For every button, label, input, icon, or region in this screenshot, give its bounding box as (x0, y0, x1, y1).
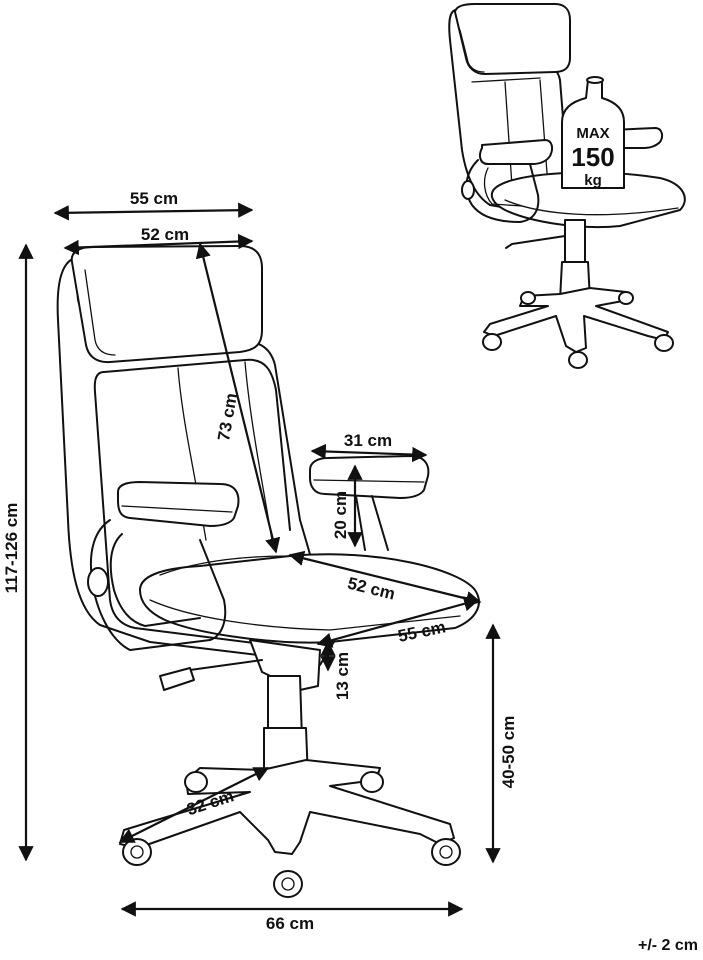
label-total-height: 117-126 cm (2, 503, 21, 594)
label-seat-height: 40-50 cm (499, 716, 518, 789)
max-load-value: 150 (571, 142, 614, 172)
label-seat-adjust: 13 cm (333, 652, 352, 700)
main-chair-drawing (56, 245, 480, 898)
tolerance-note: +/- 2 cm (638, 937, 698, 954)
dimension-lines (18, 202, 501, 917)
max-load-badge: MAX 150 kg (571, 125, 614, 189)
small-chair-drawing (448, 3, 686, 369)
max-load-label: MAX (576, 125, 609, 142)
label-width-headrest: 52 cm (141, 225, 189, 244)
label-width-top: 55 cm (130, 189, 178, 208)
label-armrest-height: 20 cm (331, 491, 350, 539)
label-base-width: 66 cm (266, 914, 314, 933)
label-armrest-length: 31 cm (344, 431, 392, 450)
max-load-unit: kg (584, 172, 602, 189)
